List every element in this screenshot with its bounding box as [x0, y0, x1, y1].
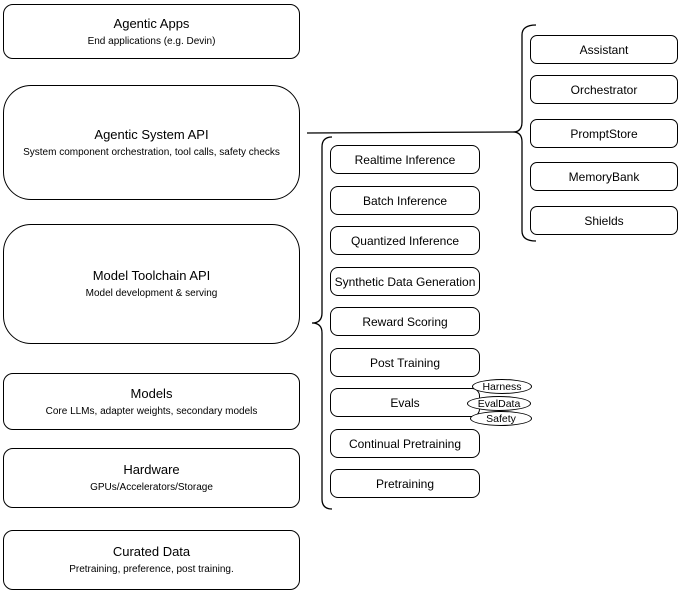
- layer-box-hardware: Hardware GPUs/Accelerators/Storage: [3, 448, 300, 508]
- service-node-reward-scoring: Reward Scoring: [330, 307, 480, 336]
- service-node-realtime-inference: Realtime Inference: [330, 145, 480, 174]
- layer-box-agentic-system-api: Agentic System API System component orch…: [3, 85, 300, 200]
- component-label: Shields: [584, 213, 624, 228]
- layer-title: Curated Data: [112, 544, 191, 559]
- service-label: Realtime Inference: [354, 152, 456, 167]
- layer-title: Hardware: [123, 462, 180, 477]
- service-label: Synthetic Data Generation: [334, 274, 476, 289]
- layer-title: Agentic System API: [94, 126, 209, 142]
- eval-label: Harness: [482, 380, 522, 393]
- component-node-assistant: Assistant: [530, 35, 678, 64]
- layer-subtitle: Pretraining, preference, post training.: [69, 564, 234, 575]
- service-label: Post Training: [369, 355, 441, 370]
- service-label: Quantized Inference: [350, 233, 460, 248]
- service-node-post-training: Post Training: [330, 348, 480, 377]
- layer-title: Agentic Apps: [113, 15, 190, 31]
- layer-box-agentic-apps: Agentic Apps End applications (e.g. Devi…: [3, 4, 300, 59]
- component-node-promptstore: PromptStore: [530, 119, 678, 148]
- component-label: Assistant: [579, 42, 629, 57]
- component-label: Orchestrator: [570, 82, 638, 97]
- component-node-memorybank: MemoryBank: [530, 162, 678, 191]
- layer-box-curated-data: Curated Data Pretraining, preference, po…: [3, 530, 300, 590]
- toolchain-brace: [311, 136, 333, 510]
- layer-box-model-toolchain-api: Model Toolchain API Model development & …: [3, 224, 300, 344]
- service-label: Reward Scoring: [362, 314, 448, 329]
- layer-title: Model Toolchain API: [92, 268, 211, 283]
- system-api-to-components-line: [306, 131, 514, 134]
- service-node-quantized-inference: Quantized Inference: [330, 226, 480, 255]
- service-node-continual-pretraining: Continual Pretraining: [330, 429, 480, 458]
- layer-title: Models: [130, 385, 173, 401]
- layer-subtitle: End applications (e.g. Devin): [87, 35, 216, 47]
- service-label: Pretraining: [375, 476, 435, 491]
- service-label: Evals: [390, 395, 420, 410]
- layer-subtitle: Core LLMs, adapter weights, secondary mo…: [45, 405, 258, 417]
- layer-subtitle: System component orchestration, tool cal…: [23, 146, 280, 158]
- eval-oval-harness: Harness: [472, 379, 532, 394]
- layer-box-models: Models Core LLMs, adapter weights, secon…: [3, 373, 300, 430]
- eval-label: EvalData: [477, 397, 521, 410]
- component-node-shields: Shields: [530, 206, 678, 235]
- eval-label: Safety: [486, 412, 516, 425]
- service-label: Continual Pretraining: [348, 436, 462, 451]
- layer-subtitle: GPUs/Accelerators/Storage: [90, 482, 213, 493]
- service-node-pretraining: Pretraining: [330, 469, 480, 498]
- component-label: PromptStore: [570, 126, 638, 141]
- service-node-evals: Evals: [330, 388, 480, 417]
- service-label: Batch Inference: [362, 193, 448, 208]
- component-node-orchestrator: Orchestrator: [530, 75, 678, 104]
- component-label: MemoryBank: [568, 169, 640, 184]
- eval-oval-safety: Safety: [470, 411, 532, 426]
- layer-subtitle: Model development & serving: [85, 288, 218, 299]
- service-node-synthetic-data-generation: Synthetic Data Generation: [330, 267, 480, 296]
- service-node-batch-inference: Batch Inference: [330, 186, 480, 215]
- eval-oval-evaldata: EvalData: [467, 396, 531, 411]
